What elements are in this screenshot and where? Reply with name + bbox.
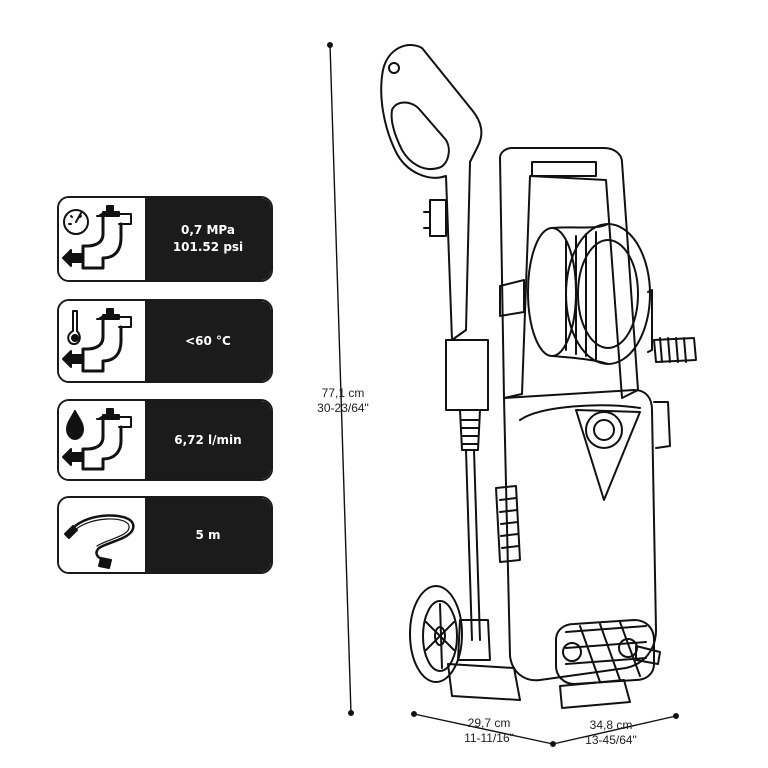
spec-value-temperature: <60 °C — [145, 301, 271, 381]
depth-dimension-line — [552, 715, 677, 745]
height-dimension-label: 77,1 cm 30-23/64" — [298, 386, 388, 416]
spec-card-pressure: 0,7 MPa 101.52 psi — [57, 196, 273, 282]
spec-value-hose: 5 m — [145, 498, 271, 572]
width-dimension-label: 29,7 cm 11-11/16" — [444, 716, 534, 746]
depth-in: 13-45/64" — [585, 733, 637, 747]
height-in: 30-23/64" — [317, 401, 369, 415]
water-drop-tap-icon — [59, 401, 145, 479]
washer-body — [409, 147, 697, 709]
height-cm: 77,1 cm — [321, 386, 365, 400]
width-dimension-line — [413, 713, 554, 745]
pressure-gauge-tap-icon — [59, 198, 145, 280]
height-dimension-line — [329, 43, 352, 715]
flow-rate-value: 6,72 l/min — [174, 432, 242, 447]
depth-cm: 34,8 cm — [589, 718, 633, 732]
depth-dimension-label: 34,8 cm 13-45/64" — [566, 718, 656, 748]
spec-card-hose: 5 m — [57, 496, 273, 574]
spray-gun — [380, 43, 491, 661]
spec-value-pressure: 0,7 MPa 101.52 psi — [145, 198, 271, 280]
pressure-mpa: 0,7 MPa — [181, 223, 235, 237]
width-in: 11-11/16" — [464, 731, 514, 745]
width-cm: 29,7 cm — [467, 716, 511, 730]
hose-length-value: 5 m — [195, 527, 221, 542]
spec-card-flow: 6,72 l/min — [57, 399, 273, 481]
spec-value-flow: 6,72 l/min — [145, 401, 271, 479]
hose-icon — [59, 498, 145, 572]
temperature-value: <60 °C — [185, 333, 231, 348]
thermometer-tap-icon — [59, 301, 145, 381]
pressure-psi: 101.52 psi — [172, 240, 244, 254]
spec-card-temperature: <60 °C — [57, 299, 273, 383]
